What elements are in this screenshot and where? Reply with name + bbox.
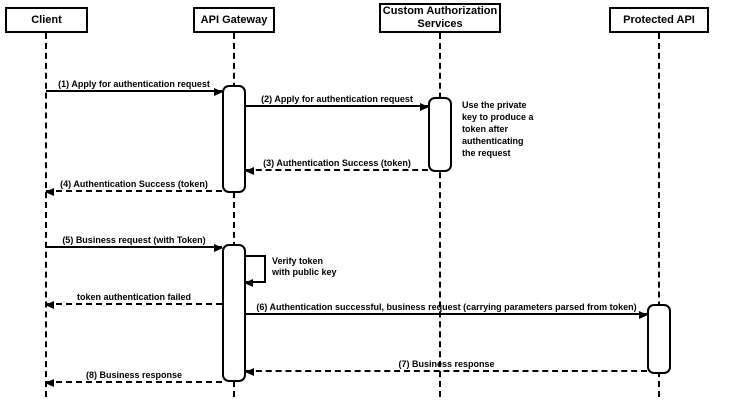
message-3-authentication-success: (3) Authentication Success (token) <box>245 158 428 175</box>
message-8-business-response: (8) Business response <box>45 370 222 387</box>
activation-protected-api <box>647 304 671 374</box>
message-token-authentication-failed: token authentication failed <box>45 292 222 309</box>
lifeline-protected-api <box>658 33 660 397</box>
arrowhead-left-icon <box>45 379 54 387</box>
message-2-apply-authentication: (2) Apply for authentication request <box>246 94 429 111</box>
arrowhead-left-icon <box>244 279 253 287</box>
message-3-label: (3) Authentication Success (token) <box>263 158 411 168</box>
participant-api-gateway: API Gateway <box>193 7 275 33</box>
activation-custom-authorization-services <box>428 97 452 172</box>
arrowhead-left-icon <box>245 167 254 175</box>
message-1-label: (1) Apply for authentication request <box>58 79 210 89</box>
message-4-label: (4) Authentication Success (token) <box>60 179 208 189</box>
participant-custom-authorization-services-label: Custom Authorization Services <box>382 5 498 30</box>
participant-client-label: Client <box>31 13 62 26</box>
lifeline-client <box>45 33 47 397</box>
message-failed-label: token authentication failed <box>76 292 191 302</box>
message-8-label: (8) Business response <box>85 370 183 380</box>
activation-api-gateway-auth <box>222 85 246 193</box>
participant-custom-authorization-services: Custom Authorization Services <box>379 3 501 33</box>
message-6-authentication-successful: (6) Authentication successful, business … <box>246 302 648 319</box>
lifeline-api-gateway <box>233 33 235 397</box>
arrowhead-right-icon <box>639 311 648 319</box>
note-private-key: Use the private key to produce a token a… <box>462 100 534 158</box>
message-6-label: (6) Authentication successful, business … <box>256 302 637 312</box>
arrowhead-right-icon <box>214 88 223 96</box>
participant-api-gateway-label: API Gateway <box>200 13 268 26</box>
self-message-verify-token <box>244 255 266 287</box>
arrowhead-right-icon <box>214 244 223 252</box>
message-7-label: (7) Business response <box>398 359 495 369</box>
message-5-business-request: (5) Business request (with Token) <box>46 235 223 252</box>
arrowhead-left-icon <box>45 188 54 196</box>
lifeline-custom-authorization-services <box>439 33 441 397</box>
message-1-apply-authentication: (1) Apply for authentication request <box>46 79 223 96</box>
self-message-verify-token-label: Verify token with public key <box>272 256 337 277</box>
arrowhead-right-icon <box>420 103 429 111</box>
message-2-label: (2) Apply for authentication request <box>261 94 413 104</box>
participant-client: Client <box>5 7 88 33</box>
message-5-label: (5) Business request (with Token) <box>62 235 206 245</box>
message-4-authentication-success: (4) Authentication Success (token) <box>45 179 222 196</box>
participant-protected-api-label: Protected API <box>623 13 695 26</box>
activation-api-gateway-business <box>222 244 246 382</box>
participant-protected-api: Protected API <box>609 7 709 33</box>
arrowhead-left-icon <box>245 368 254 376</box>
message-7-business-response: (7) Business response <box>245 359 647 376</box>
arrowhead-left-icon <box>45 301 54 309</box>
